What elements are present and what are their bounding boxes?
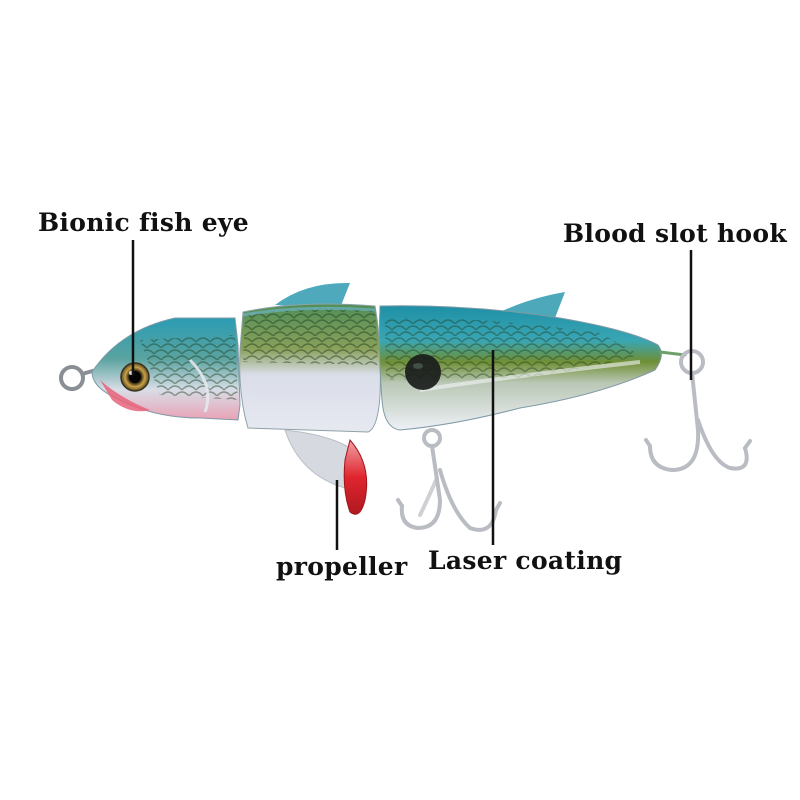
rear-body-segment [378, 292, 662, 431]
bionic-eye [120, 362, 150, 392]
callout-laser-coating: Laser coating [428, 546, 623, 575]
leader-lines [131, 240, 693, 550]
propeller [284, 429, 368, 515]
callout-bionic-fish-eye: Bionic fish eye [38, 208, 249, 237]
front-tie-ring [59, 365, 97, 391]
callout-blood-slot-hook: Blood slot hook [563, 219, 788, 248]
head-segment [91, 317, 241, 421]
tail-treble-hook [644, 349, 752, 473]
middle-segment [239, 282, 381, 433]
laser-coating-spot [405, 354, 441, 390]
callout-propeller: propeller [276, 552, 408, 581]
belly-treble-hook [396, 428, 502, 532]
